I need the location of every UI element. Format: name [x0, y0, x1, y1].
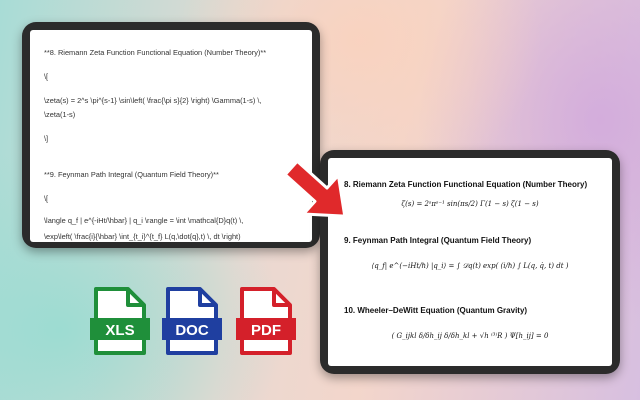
- source-screen: **8. Riemann Zeta Function Functional Eq…: [30, 30, 312, 242]
- source-line: **9. Feynman Path Integral (Quantum Fiel…: [44, 170, 219, 179]
- equation-title: 10. Wheeler–DeWitt Equation (Quantum Gra…: [344, 306, 528, 315]
- doc-file-icon: DOC: [162, 287, 222, 355]
- source-line: \[: [44, 72, 49, 81]
- xls-file-icon: XLS: [90, 287, 150, 355]
- source-line: \zeta(s) = 2^s \pi^{s-1} \sin\left( \fra…: [44, 96, 262, 105]
- source-line: \zeta(1-s): [44, 110, 76, 119]
- source-line: **8. Riemann Zeta Function Functional Eq…: [44, 48, 267, 57]
- pdf-label: PDF: [251, 322, 281, 339]
- source-line: \langle q_f | e^{-iHt/\hbar} | q_i \rang…: [44, 216, 244, 225]
- equation-formula: ζ(s) = 2ˢπˢ⁻¹ sin(πs/2) Γ(1 − s) ζ(1 − s…: [401, 200, 539, 208]
- source-line: \exp\left( \frac{i}{\hbar} \int_{t_i}^{t…: [44, 232, 241, 241]
- source-tablet: **8. Riemann Zeta Function Functional Eq…: [22, 22, 320, 248]
- pdf-file-icon: PDF: [236, 287, 296, 355]
- equation-formula: ( G_ijkl δ/δh_ij δ/δh_kl + √h ⁽³⁾R ) Ψ[h…: [391, 332, 549, 340]
- source-line: \[: [44, 194, 49, 203]
- doc-label: DOC: [175, 322, 209, 339]
- equation-title: 9. Feynman Path Integral (Quantum Field …: [344, 236, 532, 245]
- rendered-screen: 8. Riemann Zeta Function Functional Equa…: [328, 158, 612, 366]
- rendered-tablet: 8. Riemann Zeta Function Functional Equa…: [320, 150, 620, 374]
- source-line: \]: [44, 134, 49, 143]
- equation-title: 8. Riemann Zeta Function Functional Equa…: [344, 180, 588, 189]
- equation-formula: ⟨q_f| e^(−iHt/ℏ) |q_i⟩ = ∫ 𝒟q(t) exp( (i…: [371, 262, 569, 270]
- convert-arrow-icon: [283, 159, 347, 218]
- xls-label: XLS: [105, 322, 134, 339]
